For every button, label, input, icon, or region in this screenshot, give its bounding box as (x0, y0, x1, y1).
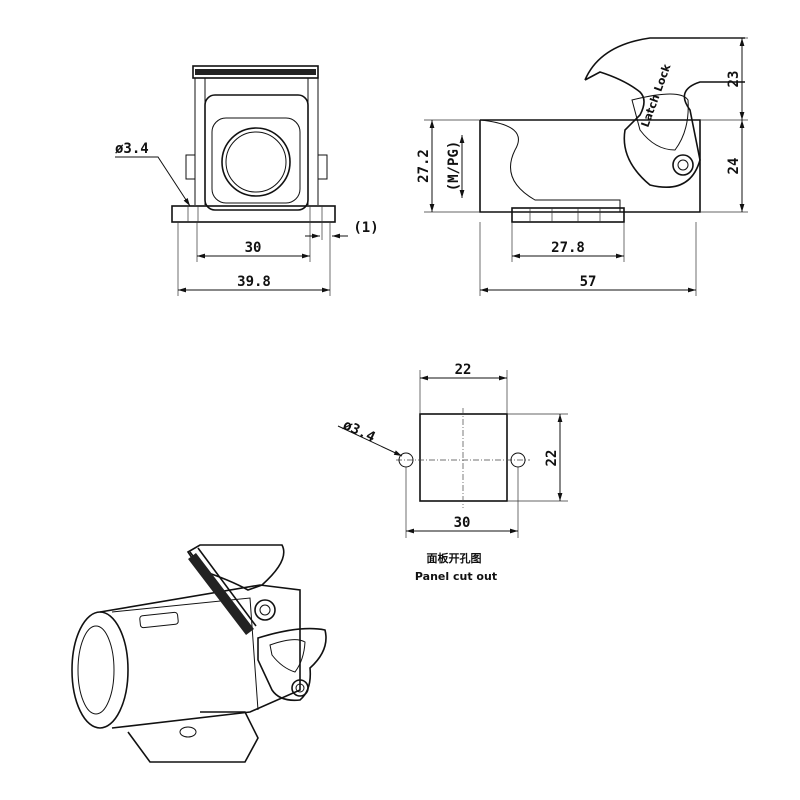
side-lever-height: 23 (726, 71, 742, 88)
iso-lever-top (186, 544, 285, 591)
side-lever-pivot (672, 154, 694, 176)
front-hole-leader (115, 156, 191, 207)
lever-marking: Latch Lock (639, 62, 674, 129)
iso-cable-entry-inner (77, 625, 115, 715)
front-view: 30 39.8 (1) ø3.4 (115, 65, 379, 296)
front-offset: (1) (353, 220, 378, 236)
lever-top (192, 65, 319, 79)
side-base-flange (511, 207, 625, 223)
side-body-height: 24 (726, 158, 742, 175)
iso-lever-panel (269, 639, 306, 673)
iso-window (139, 611, 179, 629)
caption-english: Panel cut out (415, 570, 497, 583)
iso-pivot-top-inner (259, 604, 271, 616)
cutout-extension-lines (405, 370, 568, 538)
side-overall-length: 57 (580, 274, 597, 290)
lever-grip (195, 69, 316, 75)
cutout-height: 22 (544, 450, 560, 467)
cutout-hole-leader (337, 425, 403, 457)
caption-chinese: 面板开孔图 (427, 551, 482, 565)
iso-lever-grip (188, 552, 254, 636)
housing-face (211, 117, 301, 204)
panel-cutout: 22 22 30 ø3.4 面板开孔图 Panel cut out (337, 362, 568, 583)
isometric-view (71, 544, 327, 763)
iso-cable-entry-outer (71, 611, 129, 729)
iso-housing-body (99, 584, 301, 729)
front-extension-lines (177, 222, 331, 296)
pivot-pin-left (185, 154, 196, 180)
cutout-opening (419, 413, 508, 502)
iso-base-plate (127, 711, 259, 763)
side-thread-note: (M/PG) (446, 141, 462, 192)
front-base-width: 39.8 (237, 274, 271, 290)
front-hole-diameter: ø3.4 (115, 141, 149, 157)
side-view: Latch Lock 27.2 (M/PG) 23 24 27.8 57 (416, 37, 748, 296)
side-flange-ribs (529, 208, 601, 222)
iso-base-hole (179, 726, 197, 738)
iso-housing-edge (111, 597, 259, 711)
iso-pivot-top (254, 599, 276, 621)
cable-entry-inner (225, 131, 287, 193)
side-base-length: 27.8 (551, 240, 585, 256)
pivot-pin-right (317, 154, 328, 180)
side-body-contour (479, 119, 621, 212)
base-flange (171, 205, 336, 223)
iso-lever-plate (257, 627, 327, 702)
iso-pivot-bottom-inner (295, 683, 305, 693)
housing-body (204, 94, 309, 211)
side-lever-panel (631, 93, 689, 151)
cable-entry-outer (221, 127, 291, 197)
side-height-total: 27.2 (416, 149, 432, 183)
cutout-hole-diameter: ø3.4 (340, 417, 377, 446)
front-hole-spacing: 30 (245, 240, 262, 256)
iso-pivot-bottom (291, 679, 309, 697)
cutout-hole-spacing: 30 (454, 515, 471, 531)
side-extension-lines (424, 37, 748, 296)
flange-holes (187, 206, 323, 222)
cutout-width: 22 (455, 362, 472, 378)
side-body-outline (479, 119, 701, 213)
side-lever-pivot-inner (677, 159, 689, 171)
side-lever-outline (584, 37, 745, 189)
